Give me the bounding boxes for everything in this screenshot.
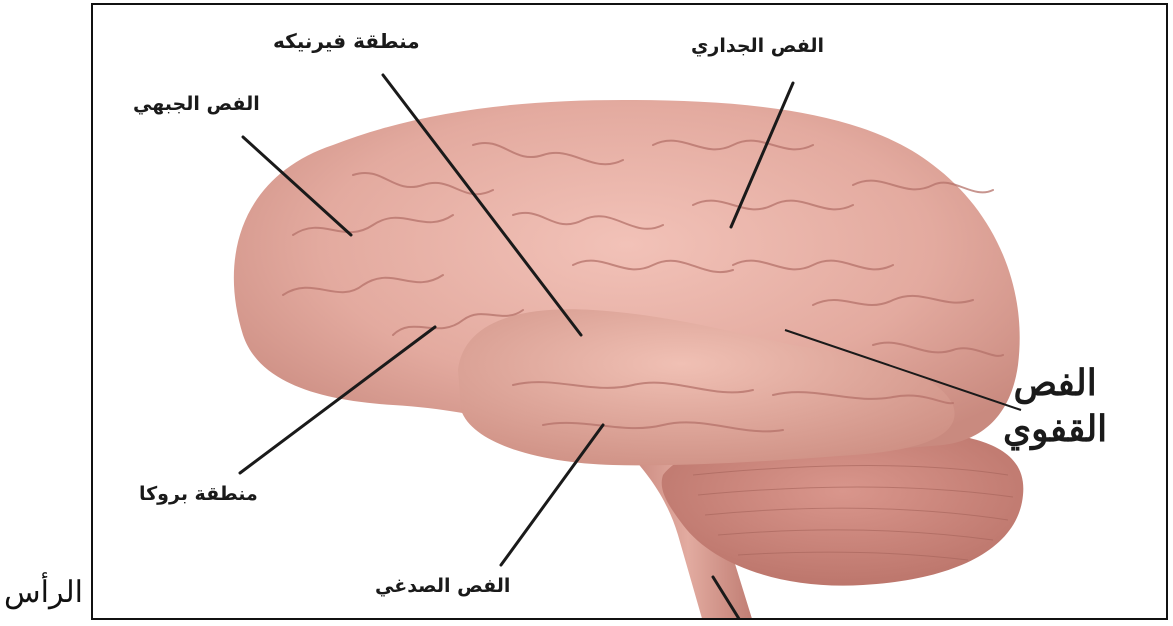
head-caption: الرأس	[4, 575, 83, 610]
label-temporal-lobe: الفص الصدغي	[375, 575, 510, 597]
label-occipital-line1: الفص	[1003, 360, 1107, 406]
label-wernicke-area: منطقة فيرنيكه	[273, 29, 420, 53]
brain-diagram-frame: منطقة فيرنيكه الفص الجداري الفص الجبهي ا…	[91, 3, 1168, 620]
label-parietal-lobe: الفص الجداري	[691, 35, 824, 57]
label-broca-area: منطقة بروكا	[139, 483, 258, 505]
label-occipital-lobe: الفص القفوي	[1003, 360, 1107, 452]
label-frontal-lobe: الفص الجبهي	[133, 93, 260, 115]
label-occipital-line2: القفوي	[1003, 406, 1107, 452]
